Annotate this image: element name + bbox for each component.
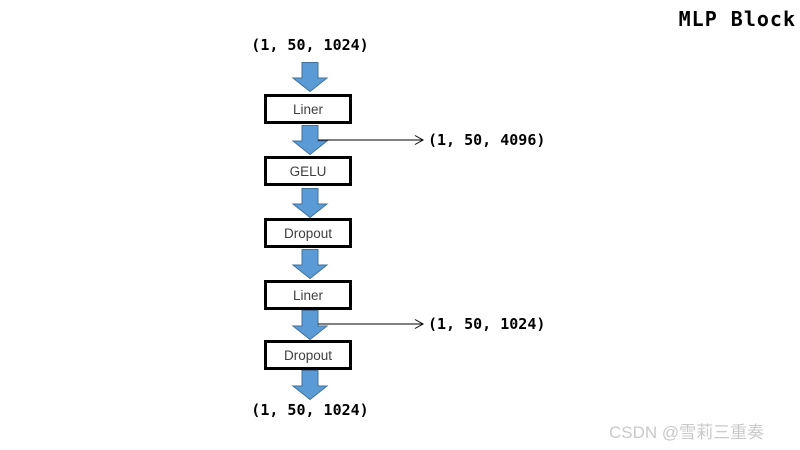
down-arrow-icon: [291, 62, 329, 92]
node-label: Dropout: [283, 347, 333, 363]
down-arrow-icon: [291, 370, 329, 400]
down-arrow-icon: [291, 249, 329, 279]
node-liner-2: Liner: [264, 280, 352, 310]
node-gelu: GELU: [264, 156, 352, 186]
page-title: MLP Block: [678, 7, 796, 31]
down-arrow-icon: [291, 125, 329, 155]
node-label: Dropout: [283, 225, 333, 241]
node-liner-1: Liner: [264, 94, 352, 124]
annotation-arrow-icon: [318, 135, 425, 145]
annotation-arrow-icon: [318, 319, 425, 329]
node-label: Liner: [292, 101, 324, 117]
annotation-label: (1, 50, 4096): [428, 131, 546, 149]
watermark: CSDN @雪莉三重奏: [609, 423, 765, 442]
node-dropout-2: Dropout: [264, 340, 352, 370]
output-shape-label: (1, 50, 1024): [251, 401, 369, 419]
annotation-label: (1, 50, 1024): [428, 315, 546, 333]
node-label: GELU: [289, 163, 327, 179]
input-shape-label: (1, 50, 1024): [251, 36, 369, 54]
down-arrow-icon: [291, 310, 329, 340]
node-label: Liner: [292, 287, 324, 303]
node-dropout-1: Dropout: [264, 218, 352, 248]
down-arrow-icon: [291, 188, 329, 218]
